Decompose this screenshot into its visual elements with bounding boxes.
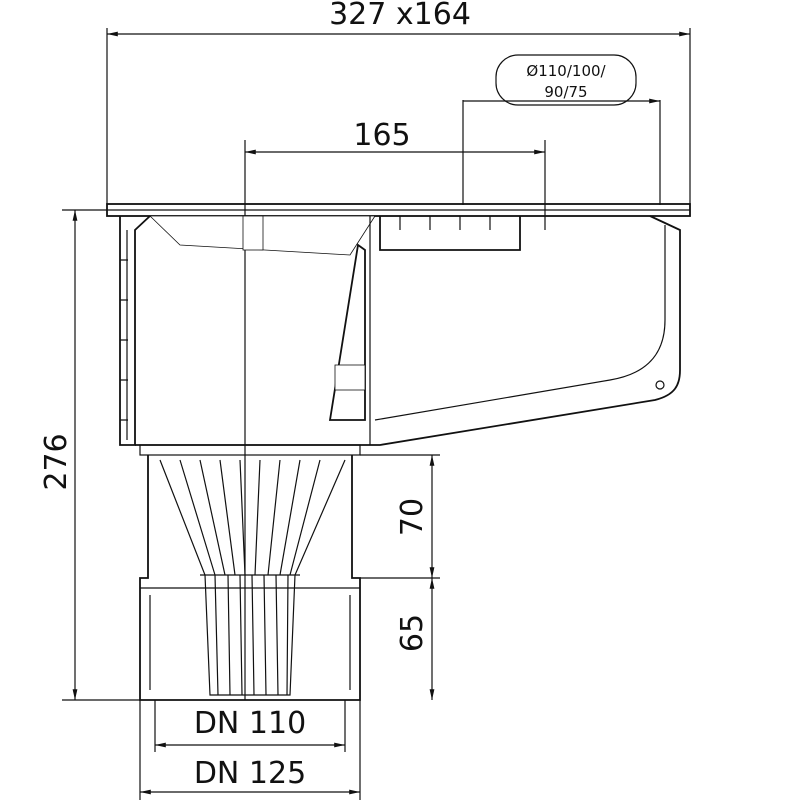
inner-dn-label: DN 110 [194,706,306,741]
spigot-dimensions [360,454,440,700]
upper-spigot-label: 70 [395,498,430,536]
lower-spigot-label: 65 [395,614,430,652]
dn-dimensions [139,700,361,800]
center-offset-label: 165 [353,118,410,153]
overall-dimension [106,28,691,205]
outlet-label-line1: Ø110/100/ [526,62,606,80]
overall-dimension-label: 327 x164 [329,0,471,32]
height-label: 276 [39,433,74,490]
height-dimension [62,209,140,701]
outlet-label-oval [495,54,637,106]
drain-body [106,203,691,701]
outer-dn-label: DN 125 [194,756,306,791]
outlet-label-line2: 90/75 [544,83,587,101]
